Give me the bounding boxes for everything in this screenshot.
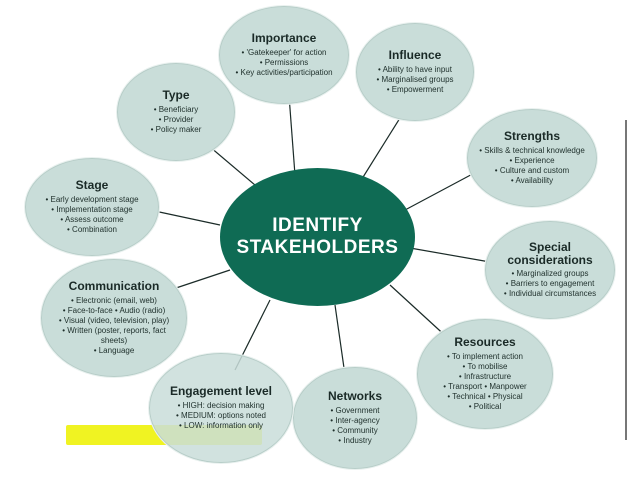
bubble-item: HIGH: decision making [176,401,266,411]
bubble-item: Political [443,402,526,412]
bubble-item: Empowerment [376,85,453,95]
bubble-item: Infrastructure [443,372,526,382]
bubble-item: MEDIUM: options noted [176,411,266,421]
bubble-item: Ability to have input [376,65,453,75]
bubble-item: Government [330,406,380,416]
bubble-item: Key activities/participation [235,68,332,78]
bubble-item: Written (poster, reports, fact sheets) [58,326,170,346]
bubble-item: Implementation stage [45,205,138,215]
bubble-title: Resources [454,335,516,350]
bubble-item: Policy maker [151,125,202,135]
center-line-1: IDENTIFY [272,215,363,236]
bubble-item: Transport • Manpower [443,382,527,392]
bubble-item: Permissions [235,58,332,68]
bubble-item: Culture and custom [479,166,585,176]
center-line-2: STAKEHOLDERS [236,237,399,258]
bubble-item: 'Gatekeeper' for action [235,48,332,58]
bubble-item: Assess outcome [45,215,138,225]
bubble-item: Language [58,346,170,356]
bubble-item: Technical • Physical [443,392,526,402]
bubble-special-considerations: Special considerations Marginalized grou… [484,220,616,320]
bubble-item: Barriers to engagement [504,279,596,289]
bubble-title: Stage [75,178,109,193]
bubble-communication: Communication Electronic (email, web) Fa… [40,258,188,378]
right-edge-line [625,120,627,440]
bubble-item: To implement action [443,352,526,362]
bubble-item: Availability [479,176,585,186]
bubble-type: Type Beneficiary Provider Policy maker [116,62,236,162]
bubble-title: Special considerations [507,239,593,267]
bubble-item: Face-to-face • Audio (radio) [58,306,170,316]
connector-networks [334,304,346,376]
connector-influence [359,109,406,183]
bubble-item: Visual (video, television, play) [58,316,170,326]
bubble-item: Provider [151,115,202,125]
bubble-item: LOW: information only [176,421,266,431]
bubble-item: Early development stage [45,195,138,205]
connector-strengths [404,169,481,211]
center-circle: IDENTIFY STAKEHOLDERS [220,168,415,306]
bubble-item: To mobilise [443,362,526,372]
bubble-item: Community [330,426,380,436]
bubble-title: Engagement level [169,384,273,399]
bubble-strengths: Strengths Skills & technical knowledge E… [466,108,598,208]
bubble-title: Communication [68,279,160,294]
bubble-item: Individual circumstances [504,289,596,299]
connector-stage [149,209,221,226]
bubble-title: Networks [327,389,383,404]
bubble-stage: Stage Early development stage Implementa… [24,157,160,257]
bubble-item: Marginalised groups [376,75,453,85]
bubble-item: Combination [45,225,138,235]
bubble-item: Marginalized groups [504,269,596,279]
connector-special [409,247,491,263]
bubble-item: Skills & technical knowledge [479,146,585,156]
bubble-title: Influence [388,48,442,63]
bubble-title: Strengths [503,129,560,144]
bubble-title: Importance [251,31,317,46]
bubble-networks: Networks Government Inter-agency Communi… [292,366,418,470]
bubble-item: Industry [330,436,380,446]
bubble-importance: Importance 'Gatekeeper' for action Permi… [218,5,350,105]
bubble-resources: Resources To implement action To mobilis… [416,318,554,430]
bubble-item: Inter-agency [330,416,379,426]
connector-communication [169,269,231,291]
bubble-item: Beneficiary [151,105,202,115]
bubble-influence: Influence Ability to have input Marginal… [355,22,475,122]
bubble-item: Electronic (email, web) [58,296,170,306]
bubble-item: Experience [479,156,585,166]
bubble-title: Type [162,88,190,103]
bubble-engagement-level: Engagement level HIGH: decision making M… [148,352,294,464]
